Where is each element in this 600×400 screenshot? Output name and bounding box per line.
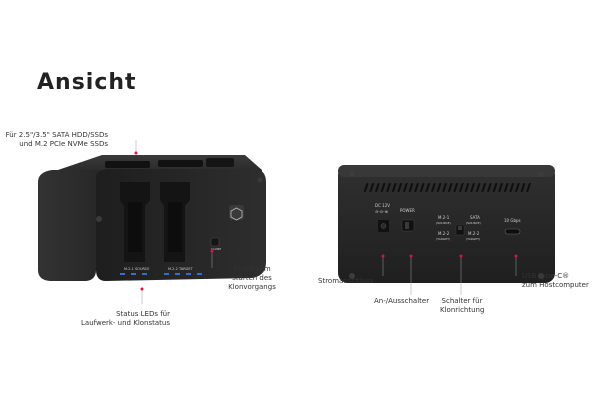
callout-clone-direction-line1: Schalter für <box>441 297 483 305</box>
usb-speed-label: 10 Gbps <box>504 218 521 223</box>
vent-slot <box>397 183 403 192</box>
vent-slot <box>431 183 436 192</box>
vent-slot <box>425 183 431 192</box>
power-switch[interactable] <box>401 219 415 232</box>
callout-drive-support-line1: Für 2.5"/3.5" SATA HDD/SSDs <box>5 131 108 139</box>
vent-slot <box>391 183 397 192</box>
callout-dot <box>140 287 144 291</box>
brand-logo-icon <box>229 205 244 221</box>
vent-slot <box>470 183 475 192</box>
m2-target-label: M.2-2 <box>438 231 450 236</box>
callout-dot <box>210 249 214 253</box>
vent-slot <box>419 183 425 192</box>
dc-polarity-label: ⊖-⊙-⊕ <box>375 209 388 214</box>
callout-power-connector-line1: Stromanschluss <box>318 277 374 285</box>
vent-slot <box>403 183 408 192</box>
docking-station-back: DC 12V ⊖-⊙-⊕ POWER M.2-1 (SOURCE) M.2-2 … <box>338 165 555 283</box>
page-title: Ansicht <box>37 70 137 95</box>
vent-slot <box>375 183 380 192</box>
callout-usb-port-line1: USB Type-C® <box>522 272 570 280</box>
callout-clone-button: Knopf zum starten des Klonvorgangs <box>222 265 282 292</box>
clone-direction-switch[interactable] <box>455 224 465 236</box>
vent-slot <box>481 183 487 192</box>
sata-source-sub-label: (SOURCE) <box>466 221 481 225</box>
callout-dot <box>409 254 413 258</box>
callout-clone-direction: Schalter für Klonrichtung <box>440 297 484 315</box>
vent-slot <box>386 183 391 192</box>
vent-slot <box>520 183 526 192</box>
vent-slot <box>380 183 386 192</box>
vent-slot <box>459 183 464 192</box>
callout-clone-button-line2: starten des <box>232 274 272 282</box>
sata-target-label: M.2-2 <box>468 231 480 236</box>
dc-jack[interactable] <box>378 220 389 232</box>
vent-slot <box>503 183 509 192</box>
vent-slot <box>492 183 498 192</box>
status-leds <box>120 273 202 275</box>
vent-slot <box>447 183 453 192</box>
callout-drive-support-line2: und M.2 PCIe NVMe SSDs <box>19 140 108 148</box>
vent-slot <box>509 183 515 192</box>
callout-status-leds-line1: Status LEDs für <box>116 310 170 318</box>
vent-slot <box>453 183 459 192</box>
callout-power-switch: An-/Ausschalter <box>374 297 444 306</box>
m2-target-sub-label: (TARGET) <box>436 237 450 241</box>
vent-slot <box>487 183 492 192</box>
vent-slot <box>436 183 442 192</box>
m2-slot-2 <box>160 182 190 262</box>
ventilation-slots <box>363 183 531 192</box>
vent-slot <box>464 183 470 192</box>
sata-target-sub-label: (TARGET) <box>466 237 480 241</box>
callout-dot <box>381 254 385 258</box>
callout-dot <box>514 254 518 258</box>
usb-c-port[interactable] <box>504 228 521 235</box>
callout-clone-button-line3: Klonvorgangs <box>228 283 276 291</box>
m2-source-sub-label: (SOURCE) <box>436 221 451 225</box>
callout-status-leds: Status LEDs für Laufwerk- und Klonstatus <box>78 310 170 328</box>
callout-power-connector: Stromanschluss <box>318 277 378 286</box>
sata-source-label: SATA <box>470 215 480 220</box>
clone-button-label: CLONE <box>211 247 221 251</box>
clone-button[interactable] <box>210 237 220 247</box>
m2-slot-1 <box>120 182 150 262</box>
slot2-label: M.2-2 TARGET <box>168 267 194 271</box>
vent-slot <box>475 183 481 192</box>
slot1-label: M.2-1 SOURCE <box>124 267 149 271</box>
vent-slot <box>363 183 369 192</box>
callout-usb-port: USB Type-C® zum Hostcomputer <box>522 272 598 290</box>
callout-dot <box>459 254 463 258</box>
callout-markers <box>134 140 518 304</box>
power-label: POWER <box>400 208 415 213</box>
callout-clone-button-line1: Knopf zum <box>233 265 271 273</box>
callout-clone-direction-line2: Klonrichtung <box>440 306 485 314</box>
vent-slot <box>442 183 447 192</box>
vent-slot <box>414 183 419 192</box>
callout-usb-port-line2: zum Hostcomputer <box>522 281 589 289</box>
vent-slot <box>408 183 414 192</box>
dc-label: DC 12V <box>375 203 390 208</box>
vent-slot <box>498 183 503 192</box>
vent-slot <box>369 183 375 192</box>
callout-status-leds-line2: Laufwerk- und Klonstatus <box>81 319 170 327</box>
docking-station-front: M.2-1 SOURCE M.2-2 TARGET CLONE <box>38 155 266 281</box>
callout-power-switch-line1: An-/Ausschalter <box>374 297 430 305</box>
callout-drive-support: Für 2.5"/3.5" SATA HDD/SSDs und M.2 PCIe… <box>0 131 108 149</box>
m2-source-label: M.2-1 <box>438 215 450 220</box>
vent-slot <box>515 183 520 192</box>
vent-slot <box>526 183 531 192</box>
callout-dot <box>134 151 138 155</box>
